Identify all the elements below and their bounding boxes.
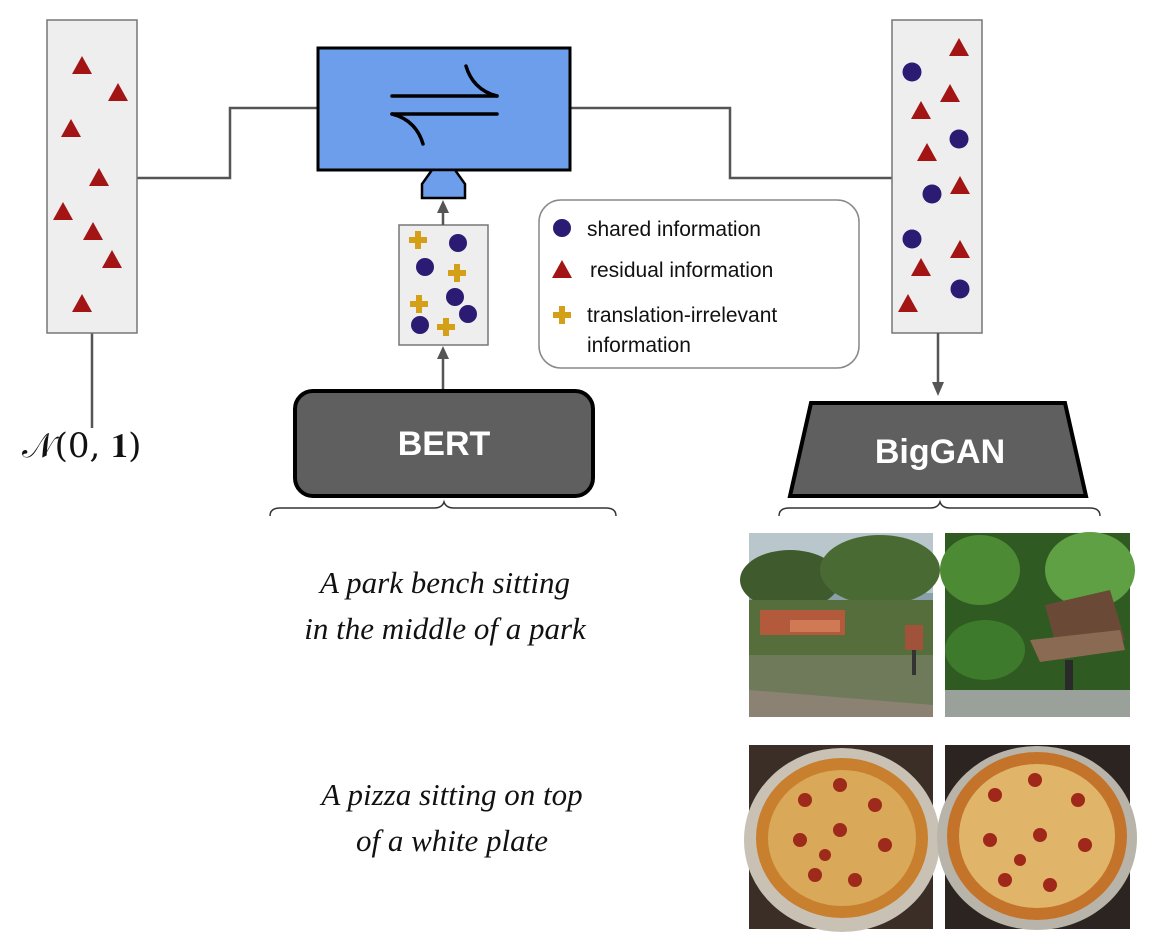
legend-irrelevant-label-1: translation-irrelevant	[587, 304, 777, 327]
biggan-block	[787, 401, 1089, 498]
bert-label: BERT	[398, 425, 491, 463]
translation-arrows-icon	[390, 64, 499, 146]
legend-shared-label: shared information	[587, 218, 761, 241]
noise-distribution-label: 𝒩(0, 𝟏)	[22, 426, 142, 466]
generated-image-park-1	[740, 533, 940, 717]
legend-box	[538, 199, 860, 369]
generated-image-pizza-1	[744, 745, 940, 932]
generated-image-pizza-2	[937, 745, 1137, 930]
image-latent-shared-circles	[902, 62, 970, 299]
caption-park: A park bench sitting in the middle of a …	[304, 565, 586, 646]
translator-input-adapter	[420, 168, 467, 200]
noise-latent-panel	[46, 19, 138, 334]
biggan-brace	[778, 499, 1101, 517]
text-feature-shared-circles	[411, 234, 477, 334]
connector-lines	[90, 106, 892, 428]
bert-brace	[269, 499, 617, 517]
legend-irrelevant-icon	[553, 306, 571, 324]
biggan-label: BigGAN	[875, 433, 1005, 471]
legend-shared-icon	[553, 219, 571, 237]
bert-upward-arrows	[437, 200, 449, 390]
legend-residual-icon	[552, 260, 572, 278]
legend-irrelevant-label-2: information	[587, 334, 691, 357]
translator-block	[316, 46, 572, 172]
image-latent-residual-triangles	[898, 38, 970, 312]
noise-residual-triangles	[53, 56, 128, 312]
biggan-input-arrow	[932, 333, 944, 396]
text-feature-irrelevant-plus	[409, 231, 466, 336]
legend-residual-label: residual information	[590, 259, 773, 282]
caption-pizza: A pizza sitting on top of a white plate	[321, 777, 583, 858]
bert-block	[293, 389, 595, 498]
generated-image-park-2	[940, 532, 1135, 717]
